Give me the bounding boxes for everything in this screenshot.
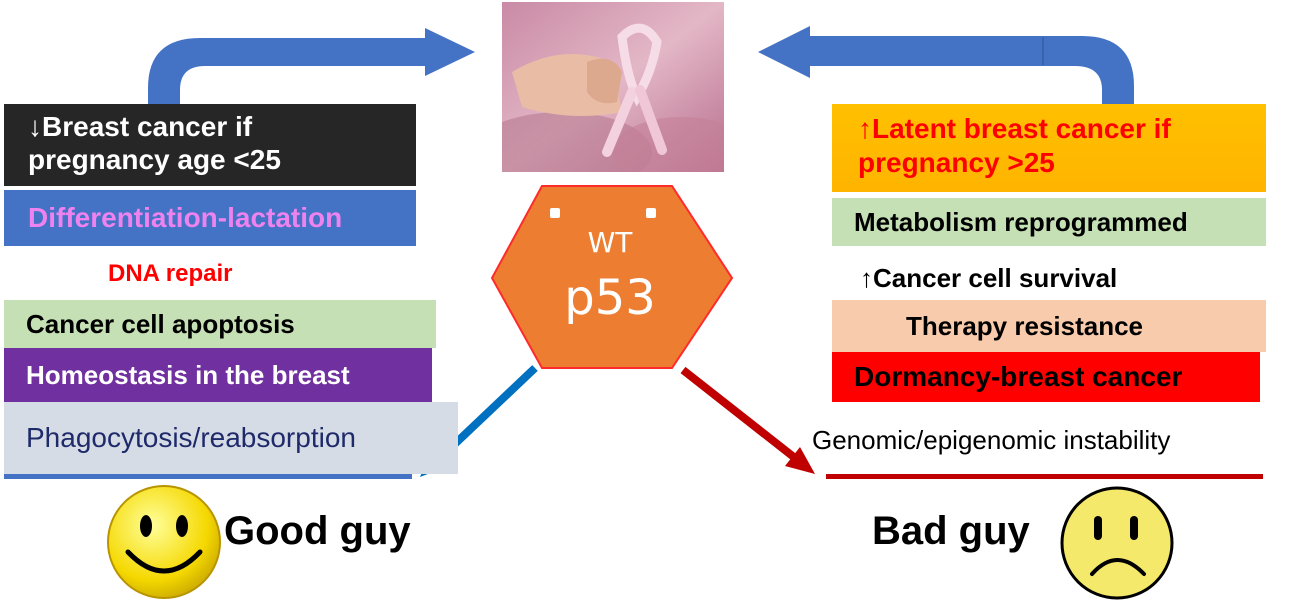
therapy-resistance-box: Therapy resistance [832, 300, 1266, 352]
cancer-cell-apoptosis-box: Cancer cell apoptosis [4, 300, 436, 348]
dna-repair-text: DNA repair [108, 260, 233, 287]
good-guy-label: Good guy [224, 508, 411, 553]
right-diagonal-arrow [680, 366, 798, 462]
hexagon-dot-left [550, 208, 560, 218]
dormancy-box: Dormancy-breast cancer [832, 352, 1260, 402]
p53-hexagon [490, 185, 734, 369]
phagocytosis-box: Phagocytosis/reabsorption [4, 402, 458, 474]
wt-label: WT [587, 226, 633, 259]
homeostasis-box: Homeostasis in the breast [4, 348, 432, 402]
sad-face-icon [1060, 486, 1174, 600]
right-curved-arrow [758, 26, 1134, 104]
bad-guy-label: Bad guy [872, 508, 1030, 553]
pregnancy-under-25-line1: ↓Breast cancer if [28, 111, 253, 142]
genomic-instability-text: Genomic/epigenomic instability [812, 424, 1171, 455]
latent-cancer-box: ↑Latent breast cancer if pregnancy >25 [832, 104, 1266, 192]
metabolism-reprogrammed-box: Metabolism reprogrammed [832, 198, 1266, 246]
pregnancy-under-25-line2: pregnancy age <25 [28, 144, 281, 175]
pregnancy-under-25-box: ↓Breast cancer if pregnancy age <25 [4, 104, 416, 186]
left-underline [4, 474, 412, 479]
latent-cancer-line2: pregnancy >25 [858, 147, 1055, 178]
smiley-face-icon [107, 485, 221, 599]
p53-label: p53 [564, 270, 656, 326]
differentiation-lactation-box: Differentiation-lactation [4, 190, 416, 246]
hexagon-dot-right [646, 208, 656, 218]
pink-ribbon-photo [502, 2, 724, 172]
left-curved-arrow [148, 28, 475, 106]
pink-ribbon-icon [502, 2, 724, 172]
cancer-cell-survival-text: ↑Cancer cell survival [860, 262, 1118, 293]
latent-cancer-line1: ↑Latent breast cancer if [858, 113, 1171, 144]
right-underline [826, 474, 1263, 479]
